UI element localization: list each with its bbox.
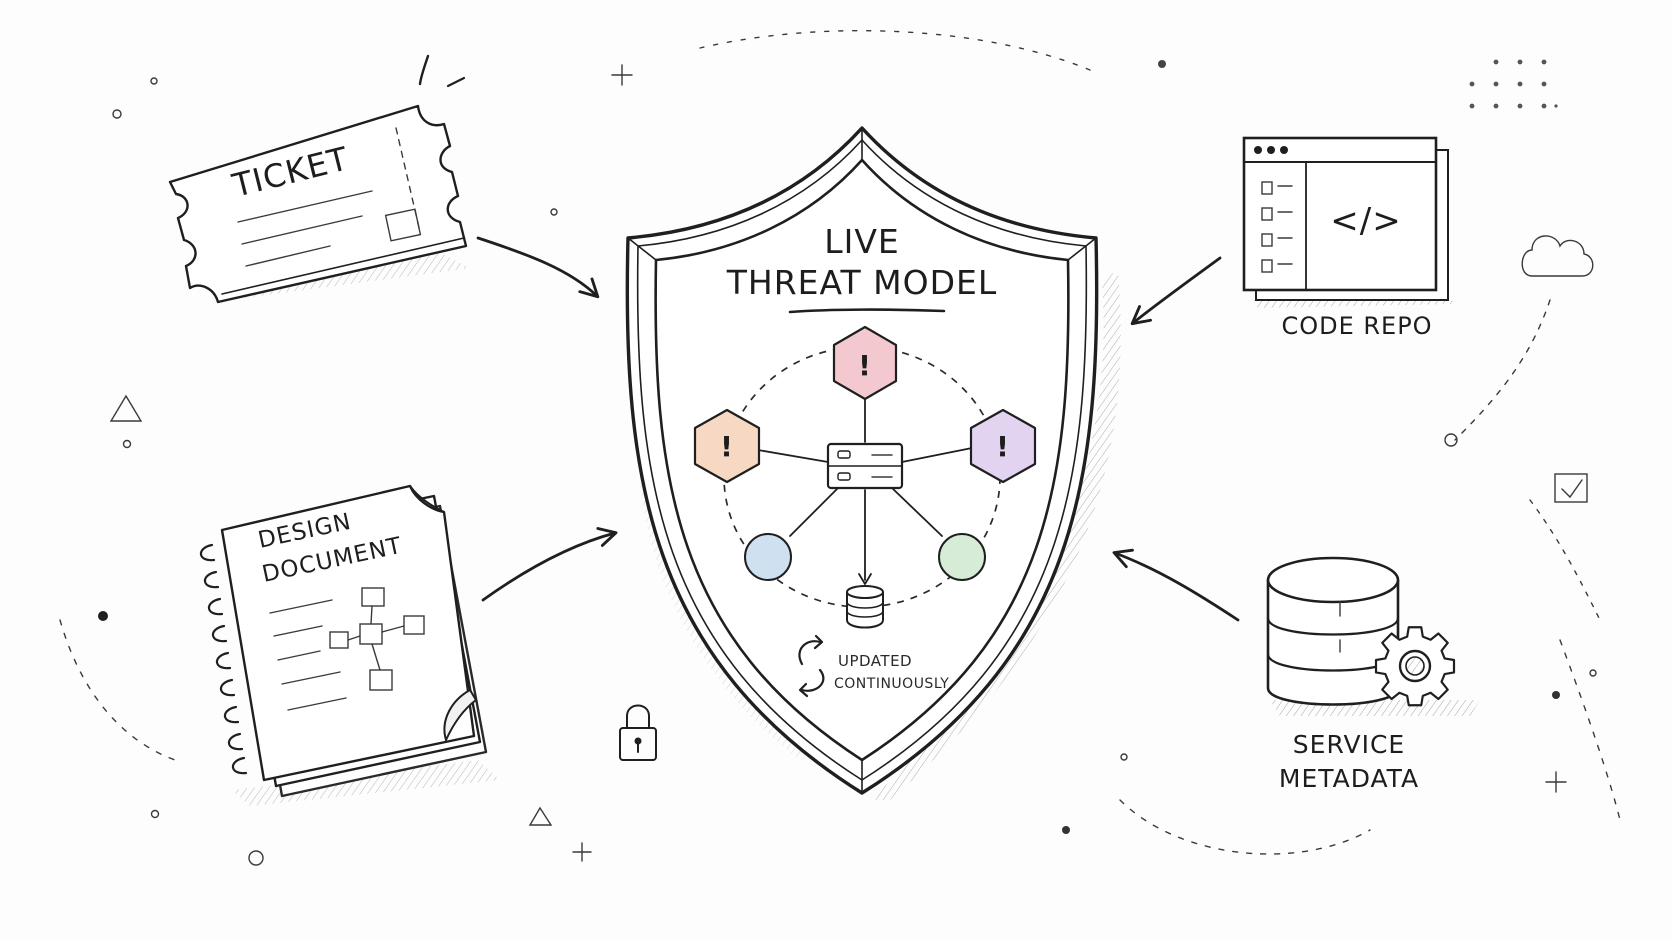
service-metadata-label-line2: METADATA [1279, 764, 1419, 793]
design-document-source: DESIGN DOCUMENT [199, 484, 500, 806]
threat-glyph: ! [858, 349, 872, 382]
code-glyph: </> [1330, 201, 1401, 241]
warning-hexagon-icon [969, 408, 1037, 484]
asset-node-green [938, 533, 986, 581]
plus-icon [611, 64, 633, 86]
service-metadata-source: SERVICE METADATA [1266, 556, 1480, 793]
ticket-source: TICKET [168, 104, 470, 304]
threat-node-top: ! [832, 325, 898, 401]
service-metadata-label-line1: SERVICE [1293, 730, 1405, 759]
warning-hexagon-icon [832, 325, 898, 401]
status-line1: UPDATED [838, 652, 912, 670]
code-repo-label: CODE REPO [1281, 312, 1432, 340]
threat-glyph: ! [720, 430, 734, 463]
checkbox-icon [1554, 473, 1588, 503]
arrow-metadata-to-model [1112, 548, 1240, 622]
plus-icon [1545, 771, 1567, 793]
threat-node-left: ! [693, 408, 761, 484]
threat-model-title-line2: THREAT MODEL [726, 263, 998, 302]
flow-arrows [476, 236, 1240, 622]
server-icon [826, 442, 904, 490]
asset-node-blue [744, 533, 792, 581]
triangle-icon [528, 806, 553, 826]
code-repo-source: </> CODE REPO [1242, 136, 1456, 340]
background-decorations [59, 30, 1621, 866]
cloud-icon [1521, 235, 1594, 277]
refresh-icon [798, 634, 825, 698]
code-window-icon [1242, 136, 1438, 292]
threat-glyph: ! [996, 430, 1010, 463]
arrow-repo-to-model [1130, 256, 1222, 326]
status-line2: CONTINUOUSLY [834, 676, 949, 692]
threat-node-right: ! [969, 408, 1037, 484]
warning-hexagon-icon [693, 408, 761, 484]
arrow-design-to-model [481, 527, 618, 602]
database-icon [846, 585, 884, 629]
plus-icon [572, 842, 592, 862]
threat-model-title-line1: LIVE [824, 222, 900, 261]
triangle-icon [109, 394, 143, 422]
arrow-ticket-to-model [476, 236, 600, 299]
live-threat-model: LIVE THREAT MODEL ! [625, 126, 1121, 800]
database-gear-icon [1266, 556, 1456, 707]
padlock-icon [619, 704, 657, 761]
